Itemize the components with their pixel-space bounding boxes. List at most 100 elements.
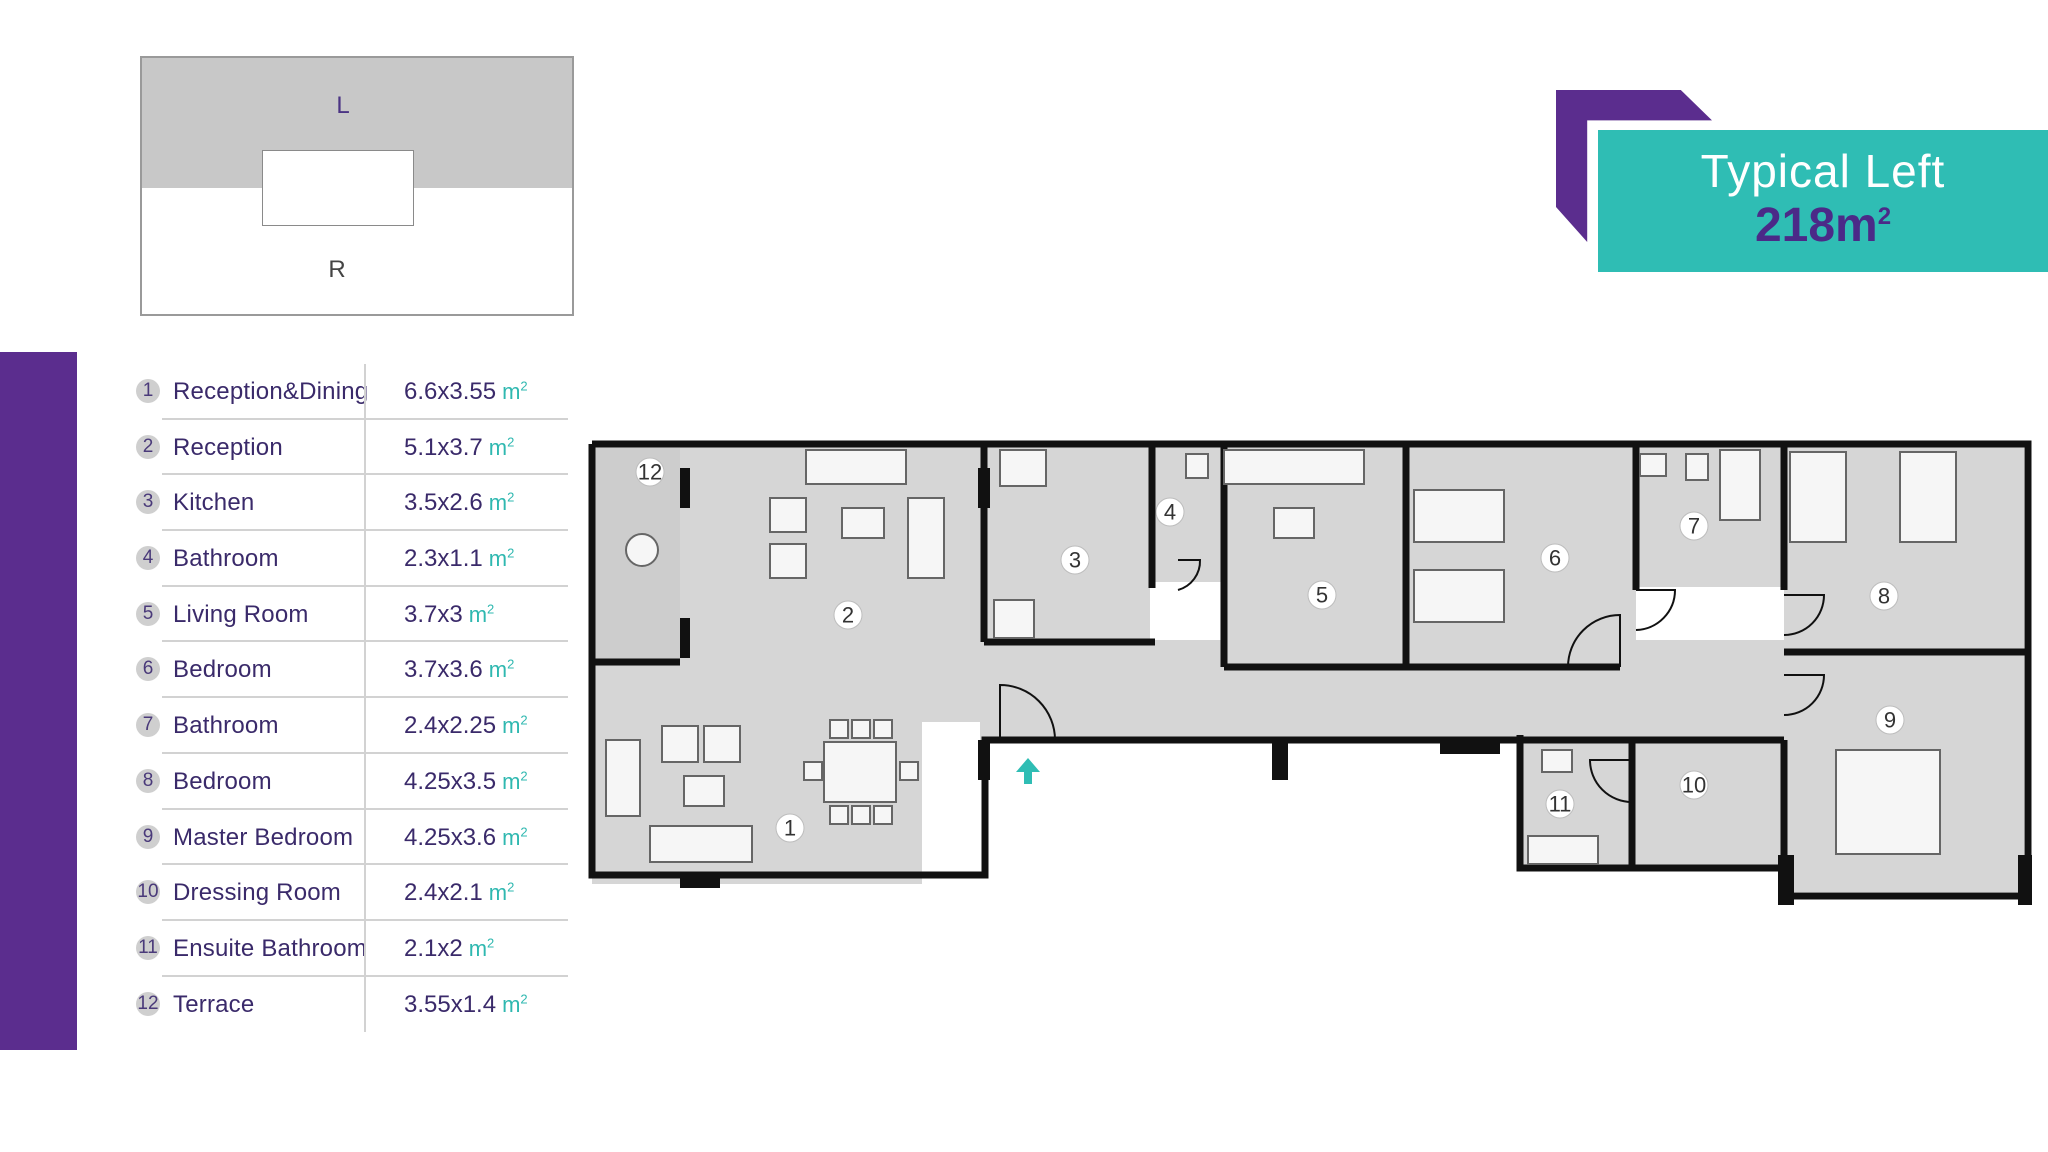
room-number: 10: [136, 880, 160, 905]
room-marker: [635, 457, 665, 487]
room-number: 8: [136, 768, 160, 793]
room-marker-label: 9: [1884, 708, 1896, 733]
kitchen-counter: [993, 599, 1035, 639]
room-unit: m: [502, 768, 521, 794]
bedroom-6-door: [1567, 613, 1621, 668]
room-dimensions: 3.55x1.4: [404, 990, 497, 1018]
room-number: 12: [136, 991, 160, 1016]
key-plan-core: [262, 150, 414, 226]
washbasin: [1639, 453, 1667, 477]
room-marker-label: 2: [842, 603, 854, 628]
room-unit: m: [502, 713, 521, 739]
bed: [1413, 489, 1505, 543]
room-marker-label: 11: [1549, 792, 1572, 817]
column: [2018, 855, 2032, 905]
bathroom-4-door: [1177, 559, 1202, 591]
dressing-door: [1588, 759, 1633, 803]
wall-west-south: [588, 444, 1784, 879]
column: [978, 468, 990, 508]
coffee-table: [841, 507, 885, 539]
sofa: [805, 449, 907, 485]
room-name: Terrace: [173, 990, 255, 1018]
dining-chair: [829, 805, 849, 825]
sofa-side: [605, 739, 641, 817]
room-name: Bedroom: [173, 767, 272, 795]
washbasin: [1541, 749, 1573, 773]
armchair: [703, 725, 741, 763]
room-dimensions: 3.5x2.6: [404, 489, 483, 517]
room-name: Reception: [173, 433, 283, 461]
room-dimensions: 5.1x3.7: [404, 433, 483, 461]
room-name: Living Room: [173, 600, 309, 628]
room-number: 11: [136, 935, 160, 960]
dining-table: [823, 741, 897, 803]
side-accent-bar: [0, 352, 77, 1050]
room-number: 3: [136, 490, 160, 515]
room-dimensions: 2.3x1.1: [404, 545, 483, 573]
room-marker: [1155, 497, 1185, 527]
room-marker-label: 8: [1878, 584, 1890, 609]
room-number: 2: [136, 434, 160, 459]
room-name: Master Bedroom: [173, 823, 354, 851]
room-unit: m: [502, 379, 521, 404]
column: [680, 878, 720, 888]
coffee-table: [1273, 507, 1315, 539]
wall-north-east: [592, 440, 2032, 896]
room-unit: m: [502, 824, 521, 850]
room-number: 9: [136, 824, 160, 849]
room-number: 1: [136, 379, 160, 403]
room-dimensions: 4.25x3.6: [404, 823, 497, 851]
dining-chair: [829, 719, 849, 739]
sofa-side: [907, 497, 945, 579]
room-marker: [1540, 543, 1570, 573]
column: [978, 740, 990, 780]
dining-chair: [873, 719, 893, 739]
room-unit: m: [468, 601, 488, 627]
room-marker-label: 3: [1069, 548, 1081, 573]
armchair: [661, 725, 699, 763]
dining-chair: [851, 805, 871, 825]
room-marker-label: 7: [1688, 514, 1700, 539]
room-marker: [1679, 770, 1709, 800]
unit-type-badge: Typical Left 218m2: [1598, 130, 2048, 272]
column: [1778, 855, 1794, 905]
toilet: [1685, 453, 1709, 481]
entrance-arrow-icon: [1016, 758, 1040, 784]
bathtub: [1719, 449, 1761, 521]
room-marker: [1875, 705, 1905, 735]
toilet: [1185, 453, 1209, 479]
room-marker: [1060, 545, 1090, 575]
sofa: [649, 825, 753, 863]
room-dimensions: 4.25x3.5: [404, 767, 497, 795]
room-name: Bathroom: [173, 545, 279, 573]
room-dimensions: 3.7x3: [404, 600, 463, 628]
room-unit: m: [488, 490, 508, 516]
key-plan: L R: [140, 56, 574, 316]
room-number: 7: [136, 713, 160, 738]
room-unit: m: [502, 991, 521, 1017]
master-door: [1783, 674, 1826, 716]
master-bed: [1835, 749, 1941, 855]
stove: [999, 449, 1047, 487]
room-name: Bedroom: [173, 656, 272, 684]
room-name: Dressing Room: [173, 879, 341, 907]
room-marker-label: 12: [638, 460, 662, 485]
armchair: [769, 497, 807, 533]
sofa: [1223, 449, 1365, 485]
room-number: 5: [136, 601, 160, 626]
dining-chair: [899, 761, 919, 781]
bathtub: [1527, 835, 1599, 865]
key-plan-label-l: L: [336, 92, 350, 119]
column: [1440, 740, 1500, 754]
room-marker-label: 5: [1316, 583, 1328, 608]
room-unit: m: [488, 880, 508, 906]
room-name: Ensuite Bathroom: [173, 934, 367, 962]
